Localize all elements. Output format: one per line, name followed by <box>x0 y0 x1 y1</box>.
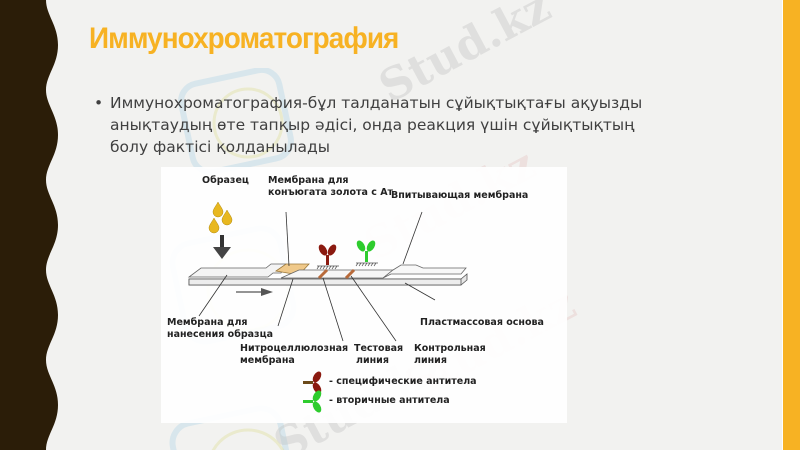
immunochromatography-strip-diagram: Образец Мембрана для конъюгата золота с … <box>161 167 567 423</box>
left-decorative-band <box>0 0 70 450</box>
label-sample-membrane: Мембрана для нанесения образца <box>167 317 274 340</box>
down-arrow-icon <box>213 235 231 259</box>
bullet-text: Иммунохроматография-бұл талданатын сұйық… <box>110 94 643 156</box>
label-sample: Образец <box>202 175 249 186</box>
legend-secondary-antibodies: - вторичные антитела <box>329 395 450 406</box>
sample-drops-icon <box>208 201 233 234</box>
bullet-marker: • <box>94 94 104 112</box>
label-absorbent-membrane: Впитывающая мембрана <box>391 190 529 201</box>
legend-specific-antibodies: - специфические антитела <box>329 376 477 387</box>
right-accent-bar <box>782 0 800 450</box>
label-nitrocellulose-membrane: Нитроцеллюлозная мембрана <box>240 343 349 366</box>
specific-antibody-icon <box>318 244 337 265</box>
label-conjugate-membrane: Мембрана для конъюгата золота с Ат <box>268 175 394 198</box>
label-control-line: Контрольная линия <box>414 343 486 366</box>
legend-secondary-antibody-icon <box>303 390 322 413</box>
label-plastic-base: Пластмассовая основа <box>420 317 544 328</box>
bullet-list: • Иммунохроматография-бұл талданатын сұй… <box>94 92 664 158</box>
label-test-line: Тестовая линия <box>354 343 404 366</box>
test-strip-illustration <box>187 201 468 413</box>
secondary-antibody-icon <box>356 240 376 262</box>
slide-title: Иммунохроматография <box>89 22 399 55</box>
